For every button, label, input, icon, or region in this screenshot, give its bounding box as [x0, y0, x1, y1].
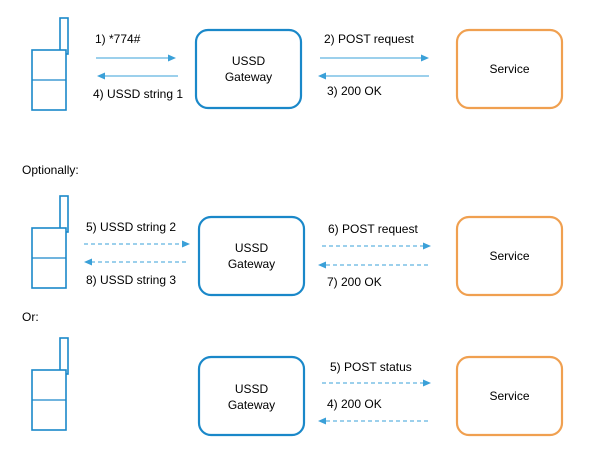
- gateway-label-line-1: USSD: [235, 241, 269, 255]
- arrow-label: 3) 200 OK: [327, 84, 382, 98]
- arrow-ussd-string-2: 5) USSD string 2: [84, 220, 190, 248]
- gateway-label-line-1: USSD: [235, 382, 269, 396]
- service-label: Service: [489, 249, 529, 263]
- section-label-optionally: Optionally:: [22, 163, 79, 177]
- gateway-label-line-2: Gateway: [228, 257, 275, 271]
- mobile-phone-icon: [31, 17, 69, 111]
- service-box: Service: [455, 215, 564, 297]
- mobile-phone-icon: [31, 337, 69, 431]
- arrow-label: 2) POST request: [324, 32, 414, 46]
- arrow-post-request: 2) POST request: [320, 32, 429, 62]
- arrow-200-ok: 3) 200 OK: [318, 72, 429, 98]
- service-label: Service: [489, 389, 529, 403]
- arrow-200-ok: 4) 200 OK: [318, 397, 431, 425]
- ussd-gateway-box: USSD Gateway: [194, 28, 303, 110]
- arrow-ussd-string-3: 8) USSD string 3: [84, 258, 189, 287]
- ussd-gateway-box: USSD Gateway: [197, 215, 306, 297]
- gateway-label-line-1: USSD: [232, 54, 266, 68]
- service-box: Service: [455, 28, 564, 110]
- arrow-label: 8) USSD string 3: [86, 273, 176, 287]
- section-label-or: Or:: [22, 310, 39, 324]
- arrow-post-status: 5) POST status: [322, 360, 431, 387]
- arrow-post-request: 6) POST request: [322, 222, 431, 250]
- service-box: Service: [455, 355, 564, 437]
- arrow-label: 7) 200 OK: [327, 275, 382, 289]
- gateway-label-line-2: Gateway: [228, 398, 275, 412]
- arrow-ussd-request: 1) *774#: [95, 32, 176, 62]
- arrow-label: 5) POST status: [330, 360, 412, 374]
- ussd-gateway-box: USSD Gateway: [197, 355, 306, 437]
- arrow-200-ok: 7) 200 OK: [318, 261, 431, 289]
- row-2: USSD Gateway Service 5) USSD string 2 8)…: [31, 195, 564, 297]
- gateway-label-line-2: Gateway: [225, 70, 272, 84]
- service-label: Service: [489, 62, 529, 76]
- arrow-label: 4) 200 OK: [327, 397, 382, 411]
- arrow-ussd-response: 4) USSD string 1: [93, 72, 183, 101]
- row-1: USSD Gateway Service 1) *774# 4) USSD st…: [31, 17, 564, 111]
- arrow-label: 1) *774#: [95, 32, 141, 46]
- arrow-label: 4) USSD string 1: [93, 87, 183, 101]
- mobile-phone-icon: [31, 195, 69, 289]
- arrow-label: 5) USSD string 2: [86, 220, 176, 234]
- row-3: USSD Gateway Service 5) POST status 4) 2…: [31, 337, 564, 437]
- arrow-label: 6) POST request: [328, 222, 418, 236]
